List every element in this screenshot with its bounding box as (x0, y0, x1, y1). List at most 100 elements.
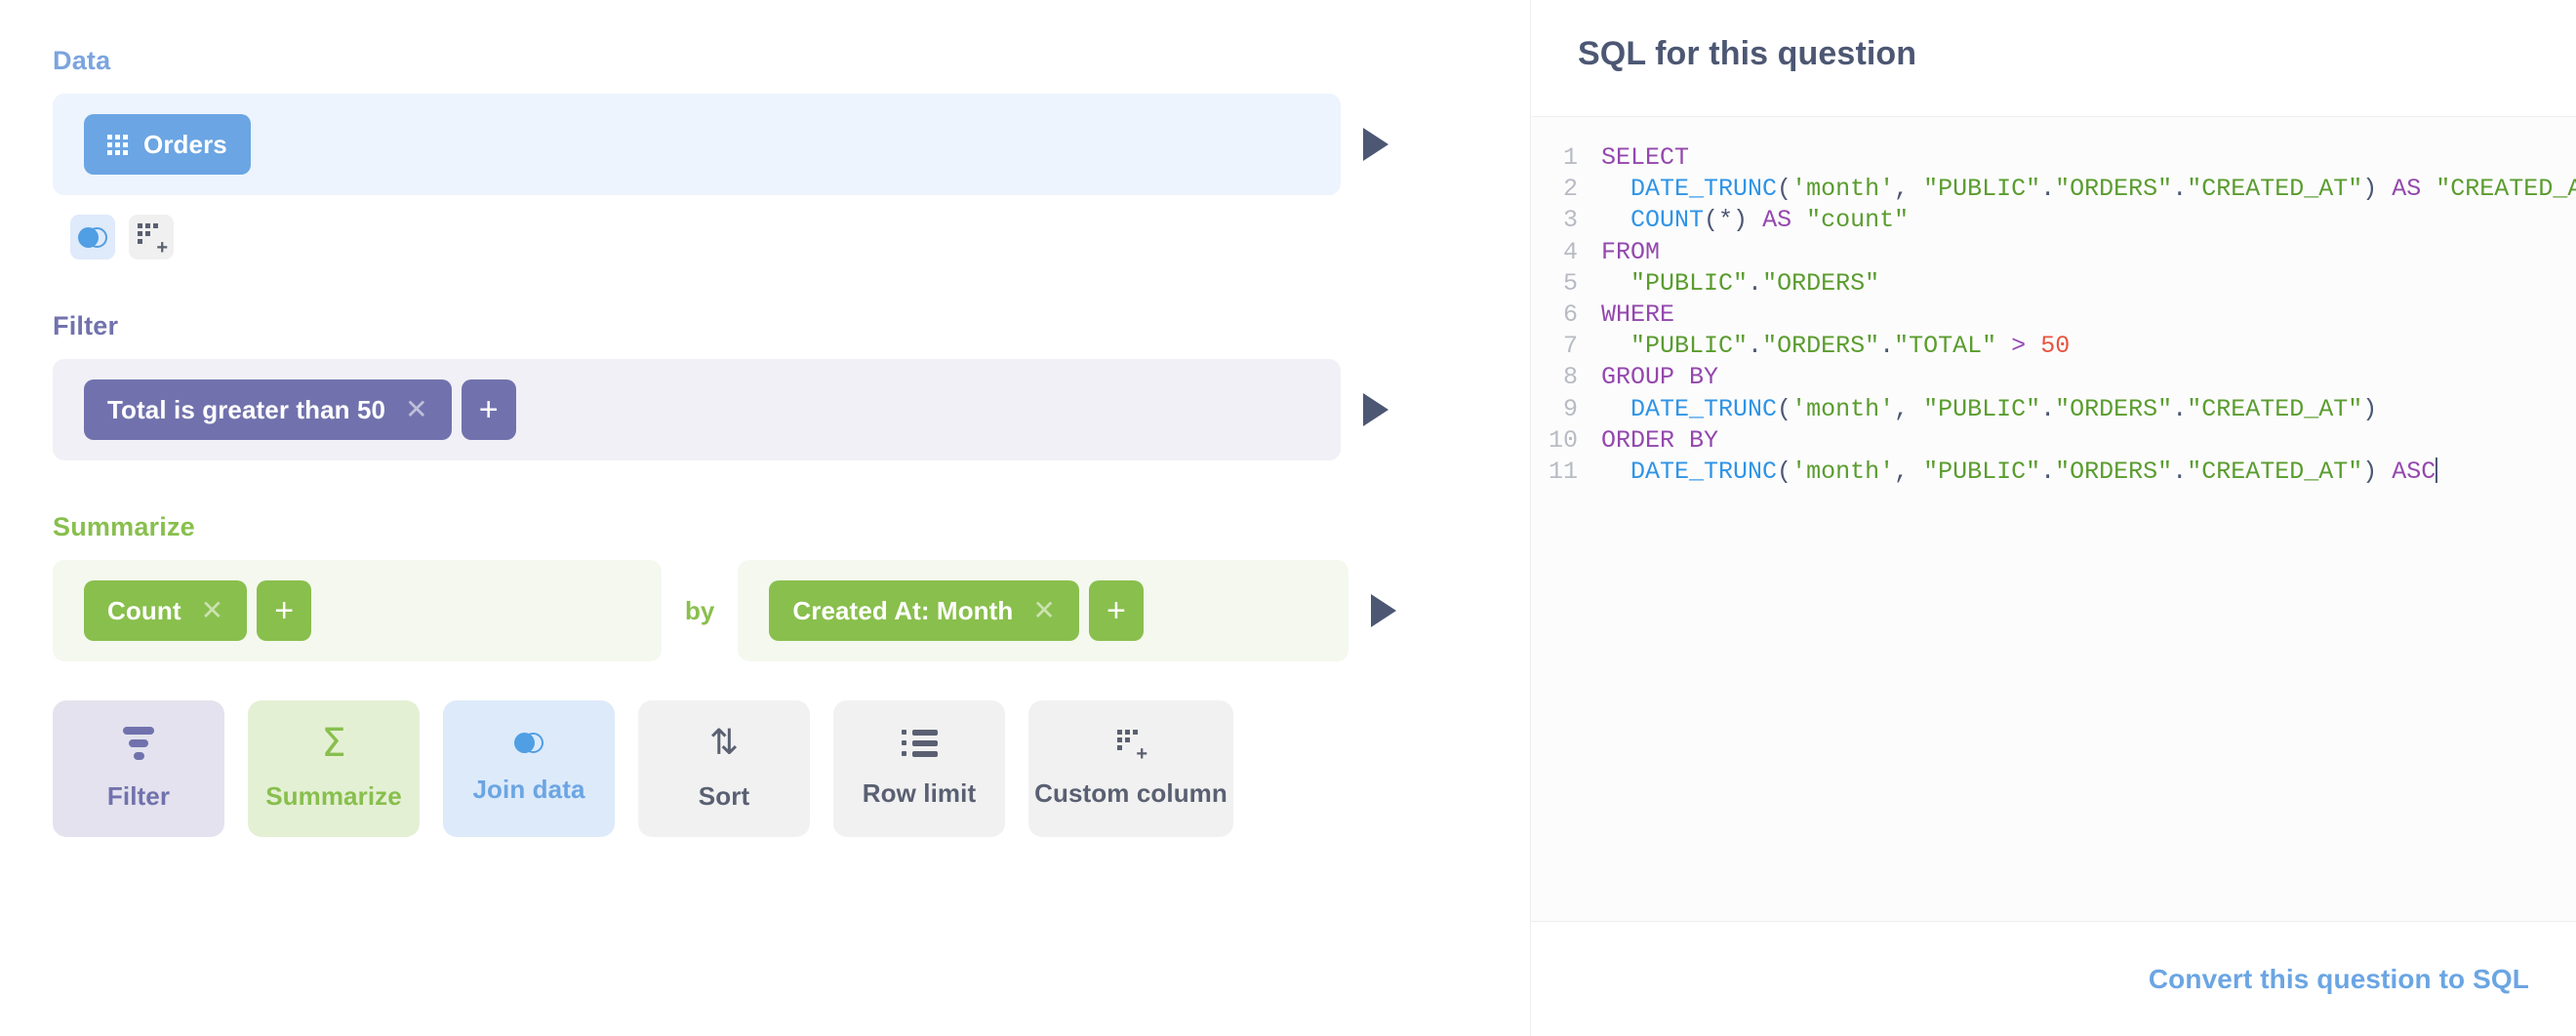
data-mini-actions: + (70, 215, 1530, 259)
sql-line-number: 9 (1531, 394, 1601, 425)
sql-panel-title: SQL for this question (1531, 0, 2576, 73)
filter-chip-label: Total is greater than 50 (107, 395, 385, 425)
filter-step-play-button[interactable] (1341, 359, 1411, 460)
filter-section-label: Filter (53, 310, 1530, 341)
funnel-icon (123, 727, 154, 760)
data-section: Data Orders (53, 45, 1530, 259)
custom-column-icon: + (1117, 730, 1145, 757)
notebook-editor: Data Orders (0, 0, 1530, 1036)
sql-code-line: 10ORDER BY (1531, 425, 2576, 457)
sql-line-number: 5 (1531, 268, 1601, 299)
join-circles-icon (514, 733, 543, 753)
play-icon (1363, 393, 1389, 426)
data-section-label: Data (53, 45, 1530, 76)
filter-step-row: Total is greater than 50 ✕ + (53, 359, 1530, 460)
sql-code-text: DATE_TRUNC('month', "PUBLIC"."ORDERS"."C… (1601, 394, 2377, 425)
summarize-dimension-add-button[interactable]: + (1089, 580, 1144, 641)
sql-code-text: SELECT (1601, 142, 1689, 174)
summarize-dimensions-panel: Created At: Month ✕ + (738, 560, 1348, 661)
sql-code-line: 3 COUNT(*) AS "count" (1531, 205, 2576, 236)
action-button-summarize[interactable]: Σ Summarize (248, 700, 420, 837)
sql-line-number: 10 (1531, 425, 1601, 457)
sql-code-text: "PUBLIC"."ORDERS" (1601, 268, 1879, 299)
filter-add-button[interactable]: + (462, 379, 516, 440)
mini-join-data-button[interactable] (70, 215, 115, 259)
summarize-step-row: Count ✕ + by Created At: Month ✕ + (53, 560, 1530, 661)
sql-code-text: DATE_TRUNC('month', "PUBLIC"."ORDERS"."C… (1601, 174, 2576, 205)
sql-code-line: 4FROM (1531, 237, 2576, 268)
sql-line-number: 1 (1531, 142, 1601, 174)
convert-to-sql-link[interactable]: Convert this question to SQL (2149, 964, 2529, 995)
summarize-dimension-chip[interactable]: Created At: Month ✕ (769, 580, 1079, 641)
summarize-dimension-label: Created At: Month (792, 596, 1013, 626)
data-step-row: Orders (53, 94, 1530, 195)
sql-line-number: 4 (1531, 237, 1601, 268)
sql-line-number: 8 (1531, 362, 1601, 393)
summarize-step-body: Count ✕ + by Created At: Month ✕ + (53, 560, 1348, 661)
sql-code-text: FROM (1601, 237, 1660, 268)
sigma-icon: Σ (321, 727, 345, 760)
summarize-section: Summarize Count ✕ + by Created At: Month (53, 511, 1530, 661)
sql-line-number: 2 (1531, 174, 1601, 205)
filter-section: Filter Total is greater than 50 ✕ + (53, 310, 1530, 460)
sql-line-number: 7 (1531, 331, 1601, 362)
action-button-filter[interactable]: Filter (53, 700, 224, 837)
sql-code-text: GROUP BY (1601, 362, 1718, 393)
table-grid-icon (107, 135, 128, 155)
mini-custom-column-button[interactable]: + (129, 215, 174, 259)
sql-line-number: 11 (1531, 457, 1601, 488)
action-button-summarize-label: Summarize (265, 781, 402, 812)
data-step-play-button[interactable] (1341, 94, 1411, 195)
action-button-filter-label: Filter (107, 781, 170, 812)
summarize-metric-add-button[interactable]: + (257, 580, 311, 641)
text-cursor (2435, 458, 2437, 483)
sql-code-text: DATE_TRUNC('month', "PUBLIC"."ORDERS"."C… (1601, 457, 2437, 488)
summarize-by-label: by (662, 596, 738, 626)
sql-line-number: 6 (1531, 299, 1601, 331)
sql-code-line: 8GROUP BY (1531, 362, 2576, 393)
filter-chip[interactable]: Total is greater than 50 ✕ (84, 379, 452, 440)
action-button-custom-column[interactable]: + Custom column (1028, 700, 1233, 837)
table-chip-label: Orders (143, 130, 227, 160)
sql-code-text: COUNT(*) AS "count" (1601, 205, 1909, 236)
sql-code-line: 9 DATE_TRUNC('month', "PUBLIC"."ORDERS".… (1531, 394, 2576, 425)
sql-line-number: 3 (1531, 205, 1601, 236)
sql-code-line: 6WHERE (1531, 299, 2576, 331)
play-icon (1363, 128, 1389, 161)
sql-code-text: "PUBLIC"."ORDERS"."TOTAL" > 50 (1601, 331, 2070, 362)
sql-code-line: 7 "PUBLIC"."ORDERS"."TOTAL" > 50 (1531, 331, 2576, 362)
action-button-sort[interactable]: ⇅ Sort (638, 700, 810, 837)
summarize-metrics-panel: Count ✕ + (53, 560, 662, 661)
play-icon (1371, 594, 1396, 627)
sql-sidebar: SQL for this question 1SELECT2 DATE_TRUN… (1530, 0, 2576, 1036)
filter-step-body: Total is greater than 50 ✕ + (53, 359, 1341, 460)
custom-column-icon: + (138, 223, 165, 251)
summarize-section-label: Summarize (53, 511, 1530, 542)
table-chip-orders[interactable]: Orders (84, 114, 251, 175)
sql-code-editor[interactable]: 1SELECT2 DATE_TRUNC('month', "PUBLIC"."O… (1531, 116, 2576, 922)
summarize-metric-label: Count (107, 596, 181, 626)
summarize-metric-remove-icon[interactable]: ✕ (201, 597, 224, 624)
action-button-sort-label: Sort (699, 781, 749, 812)
action-button-join-data-label: Join data (472, 775, 584, 805)
action-button-row-limit-label: Row limit (863, 778, 976, 809)
action-button-row-limit[interactable]: Row limit (833, 700, 1005, 837)
action-button-custom-column-label: Custom column (1034, 778, 1228, 809)
summarize-dimension-remove-icon[interactable]: ✕ (1032, 597, 1056, 624)
sql-code-line: 1SELECT (1531, 142, 2576, 174)
sql-code-text: ORDER BY (1601, 425, 1718, 457)
sql-code-line: 11 DATE_TRUNC('month', "PUBLIC"."ORDERS"… (1531, 457, 2576, 488)
join-circles-icon (78, 227, 107, 248)
sort-arrows-icon: ⇅ (709, 727, 739, 760)
list-icon (902, 730, 938, 757)
data-step-body: Orders (53, 94, 1341, 195)
sql-panel-footer: Convert this question to SQL (1531, 922, 2576, 1036)
sql-code-line: 5 "PUBLIC"."ORDERS" (1531, 268, 2576, 299)
sql-code-text: WHERE (1601, 299, 1674, 331)
filter-chip-remove-icon[interactable]: ✕ (405, 396, 428, 423)
summarize-metric-chip[interactable]: Count ✕ (84, 580, 247, 641)
sql-code-line: 2 DATE_TRUNC('month', "PUBLIC"."ORDERS".… (1531, 174, 2576, 205)
summarize-step-play-button[interactable] (1348, 560, 1419, 661)
action-button-join-data[interactable]: Join data (443, 700, 615, 837)
